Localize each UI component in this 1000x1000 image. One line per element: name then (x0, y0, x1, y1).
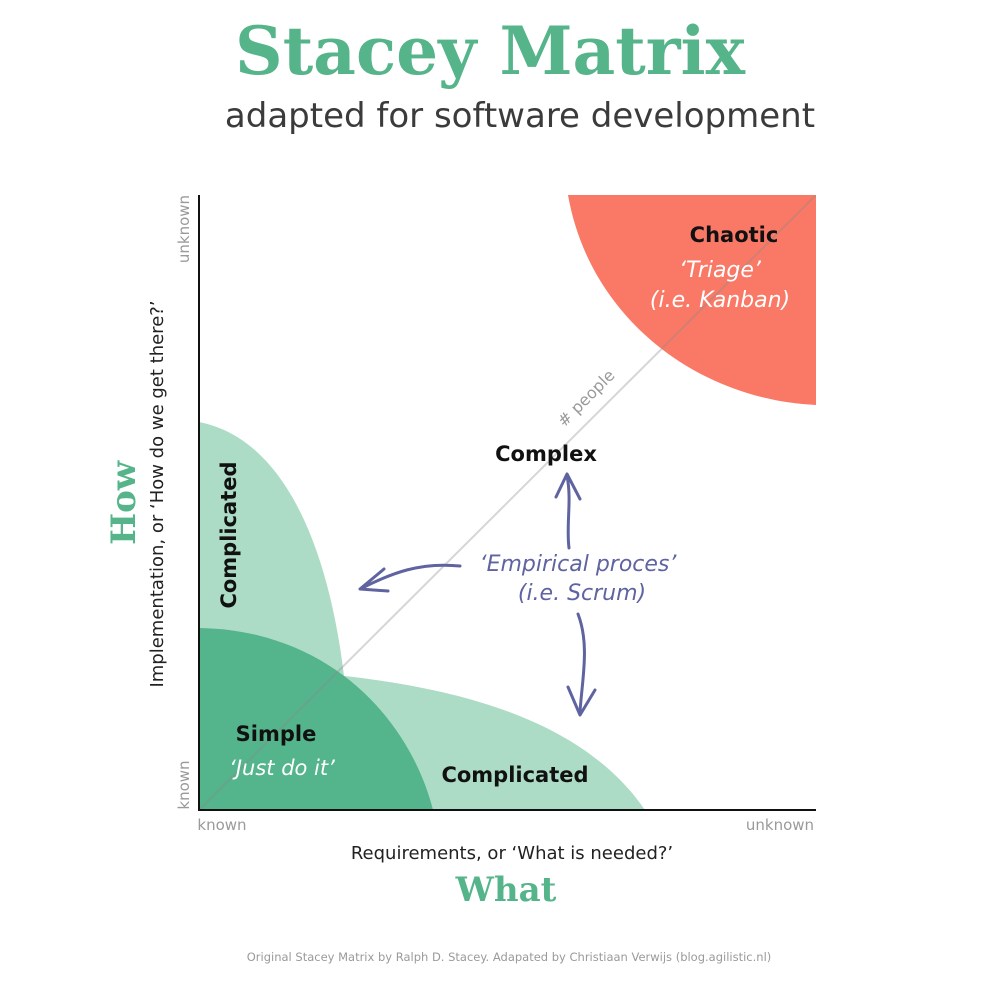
x-axis-label: Requirements, or ‘What is needed?’ (351, 843, 673, 864)
x-axis-right-label: unknown (746, 816, 814, 834)
x-axis-title: What (455, 870, 557, 910)
simple-region (199, 628, 433, 810)
arrow-down-icon (566, 612, 597, 717)
page-subtitle: adapted for software development (224, 96, 816, 136)
y-axis-bottom-label: known (175, 760, 193, 809)
complicated-horizontal-label: Complicated (441, 763, 588, 787)
x-axis-left-label: known (197, 816, 246, 834)
arrow-left-icon (358, 563, 462, 593)
empirical-process-label: ‘Empirical proces’ (480, 552, 678, 577)
chaotic-label: Chaotic (690, 223, 779, 247)
y-axis-title: How (104, 460, 144, 545)
complicated-vertical-label: Complicated (217, 461, 241, 608)
complex-label: Complex (495, 442, 597, 466)
y-axis-label: Implementation, or ‘How do we get there?… (147, 300, 168, 687)
chaotic-kanban-label: (i.e. Kanban) (650, 288, 790, 313)
scrum-label: (i.e. Scrum) (518, 581, 646, 606)
people-diagonal (199, 195, 816, 810)
simple-just-do-it-label: ‘Just do it’ (229, 756, 335, 780)
chaotic-triage-label: ‘Triage’ (679, 258, 762, 283)
footer-credit: Original Stacey Matrix by Ralph D. Stace… (246, 950, 772, 964)
simple-label: Simple (236, 722, 317, 746)
chaotic-region (568, 195, 816, 405)
page-title: Stacey Matrix (235, 12, 745, 90)
y-axis-top-label: unknown (175, 195, 193, 263)
arrow-up-icon (554, 472, 582, 550)
diagonal-label: # people (554, 366, 619, 431)
